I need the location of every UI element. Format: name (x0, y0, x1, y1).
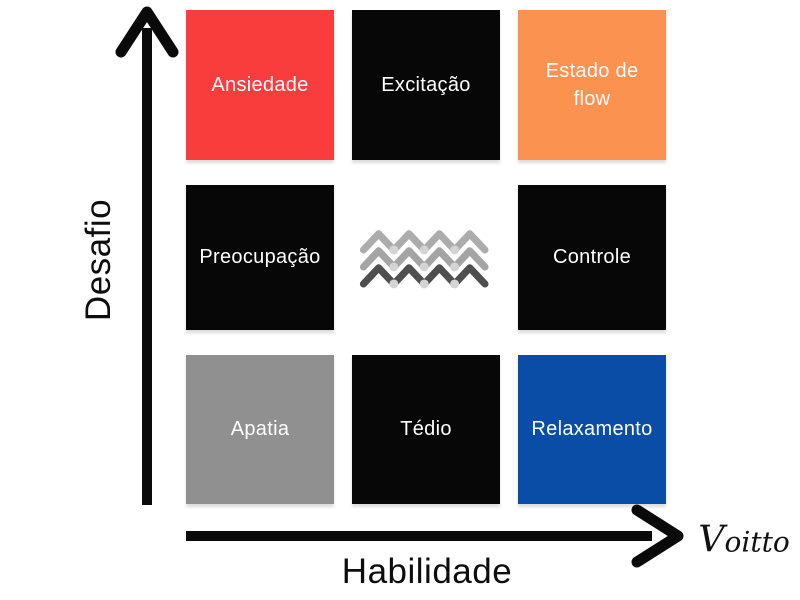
y-axis-label: Desafio (79, 198, 118, 322)
cell-label: Ansiedade (211, 73, 309, 96)
cell-relaxamento: Relaxamento (518, 355, 666, 504)
cell-label: Excitação (381, 73, 471, 96)
cell-label: Controle (553, 246, 631, 269)
cell-ansiedade: Ansiedade (186, 10, 334, 160)
flow-matrix: Ansiedade Excitação Estado de flow Preoc… (186, 10, 666, 505)
waves-icon (359, 229, 489, 288)
x-axis-label: Habilidade (341, 552, 513, 591)
wave-dots (389, 244, 460, 288)
cell-estado-de-flow: Estado de flow (518, 10, 666, 160)
voitto-logo: Voitto (698, 517, 790, 561)
cell-apatia: Apatia (186, 355, 334, 504)
cell-label: Estado de flow (545, 59, 639, 110)
cell-tedio: Tédio (352, 355, 500, 504)
x-axis-arrowhead-icon (631, 504, 684, 568)
y-axis-arrowhead-icon (115, 6, 179, 58)
cell-excitacao: Excitação (352, 10, 500, 160)
cell-flow-transition (352, 185, 500, 330)
cell-preocupacao: Preocupação (186, 185, 334, 330)
cell-label: Preocupação (199, 246, 321, 269)
cell-label: Relaxamento (531, 418, 653, 441)
cell-label: Tédio (400, 418, 452, 441)
cell-label: Apatia (230, 418, 290, 441)
cell-controle: Controle (518, 185, 666, 330)
